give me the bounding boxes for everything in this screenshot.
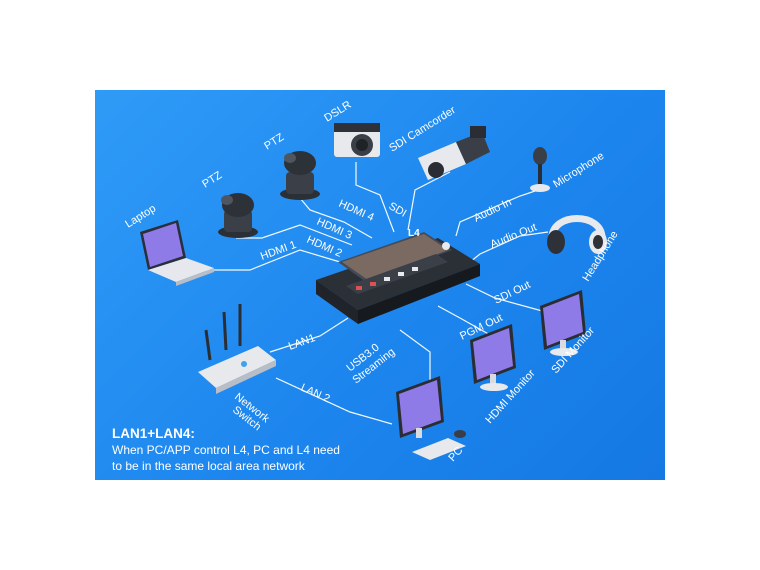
laptop-label: Laptop <box>123 203 158 231</box>
ptz-1-label: PTZ <box>200 169 224 190</box>
dslr-camera-icon <box>334 123 380 157</box>
dslr-label: DSLR <box>322 99 353 125</box>
line-lan2 <box>275 377 393 425</box>
router-icon <box>198 304 276 394</box>
laptop-icon <box>140 220 214 286</box>
line-ptz1 <box>236 224 353 246</box>
hdmi-monitor-icon <box>470 324 516 391</box>
line-hdmi-monitor <box>437 305 493 337</box>
lan-note: LAN1+LAN4: When PC/APP control L4, PC an… <box>112 425 412 474</box>
ptz-camera-icon <box>218 193 258 238</box>
microphone-icon <box>530 147 550 192</box>
pc-icon <box>396 376 466 460</box>
ptz-2-label: PTZ <box>262 131 286 152</box>
camcorder-icon <box>418 126 490 180</box>
ptz-camera-icon <box>280 151 320 200</box>
lan-note-title: LAN1+LAN4: <box>112 426 195 441</box>
sdi-label: SDI <box>387 200 409 220</box>
microphone-label: Microphone <box>551 150 606 191</box>
audio-in-label: Audio In <box>472 196 514 224</box>
line-ptz2 <box>299 197 373 239</box>
hdmi-2-label: HDMI 2 <box>305 234 344 260</box>
switcher-badge: L4 <box>408 228 420 239</box>
hdmi-4-label: HDMI 4 <box>337 198 376 224</box>
lan-2-label: LAN 2 <box>299 382 332 405</box>
line-laptop <box>185 249 341 271</box>
line-headphone <box>469 231 549 263</box>
lan-note-line-1: When PC/APP control L4, PC and L4 need <box>112 443 340 457</box>
line-microphone <box>455 189 539 237</box>
video-switcher-icon: L4 <box>316 228 480 324</box>
audio-out-label: Audio Out <box>489 221 539 250</box>
line-camcorder <box>407 171 451 231</box>
sdi-monitor-icon <box>540 290 586 356</box>
lan-1-label: LAN1 <box>287 332 317 353</box>
headphone-icon <box>547 215 607 254</box>
line-lan1 <box>269 317 349 353</box>
line-dslr <box>355 162 395 233</box>
lan-note-line-2: to be in the same local area network <box>112 459 305 473</box>
line-sdi-monitor <box>465 283 547 313</box>
